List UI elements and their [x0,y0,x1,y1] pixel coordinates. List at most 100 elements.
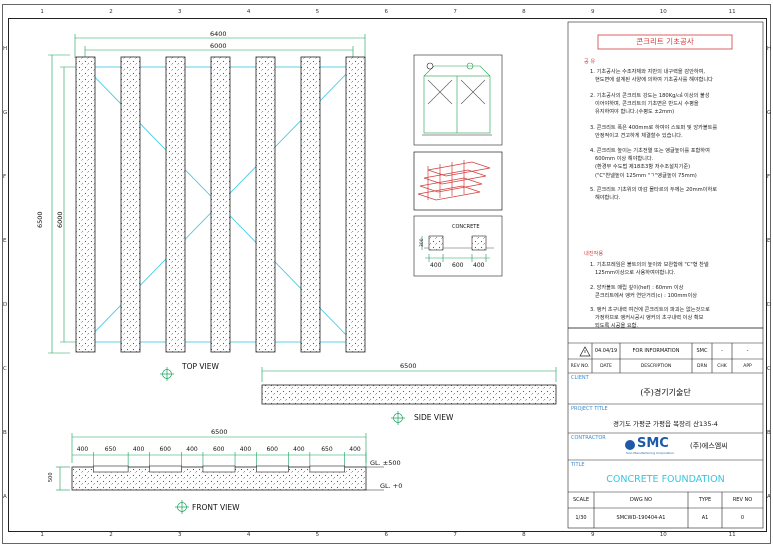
border-column-label: 6 [384,9,389,15]
rev-header-date: DATE [600,363,612,369]
border-column-label: 9 [590,9,595,15]
border-column-label: 1 [40,9,44,15]
smc-logo-subtitle: Sino Manufacturing Corporation [626,451,674,455]
rev-date: 04.04/19 [594,348,618,354]
top-view-center-mark [160,367,174,381]
front-view-segment-label: 400 [132,446,145,453]
client-label: CLIENT [571,375,589,381]
rev-app: - [746,348,749,354]
detail-dim-3: 400 [473,262,485,269]
detail-dim-2: 600 [452,262,464,269]
top-view-beams [75,56,366,353]
border-column-label: 4 [246,532,251,538]
tank-detail-sketch [413,54,503,146]
front-view-segment-label: 600 [266,446,278,453]
side-view-dimension: 6500 [400,362,417,370]
front-view-segment-label: 400 [186,446,198,453]
border-row-label: E [767,238,771,244]
border-column-label: 8 [522,9,526,15]
front-view-gap-notch [202,465,236,473]
border-row-label: B [767,430,771,436]
contractor-label: CONTRACTOR [571,435,606,441]
note-item-3: 3. 콘크리트 폭은 400mm로 하여야 스토퍼 및 앙카볼트를 안정적이고 … [590,125,718,140]
border-column-label: 8 [522,532,526,538]
front-view-segment-label: 400 [76,446,89,453]
border-row-label: E [3,238,7,244]
border-row-label: B [3,430,7,436]
top-view-dimensions [48,34,366,354]
contractor-name: (주)에스엠씨 [690,442,728,450]
border-row-label: G [3,110,8,116]
border-row-label: C [3,366,7,372]
front-view-gap-notch [309,465,345,473]
type-label: TYPE [698,497,712,503]
border-column-label: 10 [659,532,667,538]
note-seismic-3: 3. 앵커 초구내력 여건에 콘크리트의 파괴는 없는것으로 가정하므로 앵커시… [590,307,710,330]
note-item-1: 1. 기초공사는 수조자체와 지반의 내구력을 감안하여, 현도면에 설계된 사… [590,69,713,84]
concrete-beam [255,56,276,353]
border-row-label: A [767,494,771,500]
smc-logo-icon [625,440,635,450]
border-row-label: F [3,174,7,180]
drawing-frame [8,18,767,532]
front-view-segment-label: 400 [349,446,361,453]
title-block-grid [567,327,764,529]
rev-chk: - [721,348,723,354]
border-row-label: A [3,494,7,500]
notes-heading-seismic: 내진작용 [584,251,604,257]
concrete-beam [210,56,231,353]
front-view-segment-label: 600 [159,446,171,453]
rev-description: FOR INFORMATION [632,348,680,354]
front-view-gap-notch [256,465,289,473]
warning-icon [579,346,591,357]
note-seismic-2: 2. 앙카볼트 매립 깊이(hef) : 60mm 이상 콘크리트에서 앵커 연… [590,285,698,300]
dwg-value: SMCWD-190404-A1 [616,515,666,521]
front-view-gap-notch [149,465,182,473]
note-item-5: 5. 콘크리트 기초위의 마감 몰타르의 두께는 20mm이하로 해야합니다. [590,187,718,202]
front-view-gl-top: GL. ±500 [370,459,401,467]
border-row-label: H [767,46,772,52]
front-view-segment-label: 650 [104,446,117,453]
drawing-title: CONCRETE FOUNDATION [606,473,725,485]
border-column-label: 10 [659,9,667,15]
front-view-height: 500 [48,472,54,482]
top-view-outer-width: 6400 [210,30,227,38]
project-name: 경기도 가평군 가평읍 복장리 산135-4 [613,420,718,428]
concrete-beam [345,56,366,353]
border-row-label: C [767,366,771,372]
border-column-label: 2 [109,532,113,538]
dwg-label: DWG NO [630,497,652,503]
border-column-label: 4 [246,9,251,15]
concrete-beam [120,56,141,353]
notes-heading-general: 공 유 [584,59,596,65]
front-view-segment-label: 600 [213,446,225,453]
note-item-2: 2. 기초공사의 콘크리트 강도는 180Kg/㎠ 이상의 불성 이어야하며, … [590,93,710,116]
front-view-title: FRONT VIEW [192,503,240,512]
rev-header-rev: REV NO. [570,363,590,369]
border-row-label: D [767,302,772,308]
border-column-label: 11 [728,532,736,538]
concrete-beam [300,56,321,353]
concrete-section-detail [413,215,503,277]
border-column-label: 9 [590,532,595,538]
border-row-label: H [3,46,8,52]
border-row-label: F [767,174,771,180]
border-column-label: 3 [178,9,182,15]
rev-header-description: DESCRIPTION [640,363,672,369]
detail-section-label: CONCRETE [452,224,480,230]
notes-title: 콘크리트 기초공사 [636,37,694,46]
rev-drn: SMC [696,348,708,354]
concrete-beam [75,56,96,353]
title-label: TITLE [571,462,585,468]
project-label: PROJECT TITLE [571,406,608,412]
rev-header-drn: DRN [697,363,707,369]
top-view-outer-height: 6500 [36,211,44,228]
rev-header-app: APP [743,363,752,369]
border-column-label: 2 [109,9,113,15]
scale-value: 1/30 [575,515,587,521]
side-view [261,367,557,425]
border-column-label: 3 [178,532,182,538]
front-view [56,433,384,514]
front-view-segment-label: 400 [239,446,252,453]
